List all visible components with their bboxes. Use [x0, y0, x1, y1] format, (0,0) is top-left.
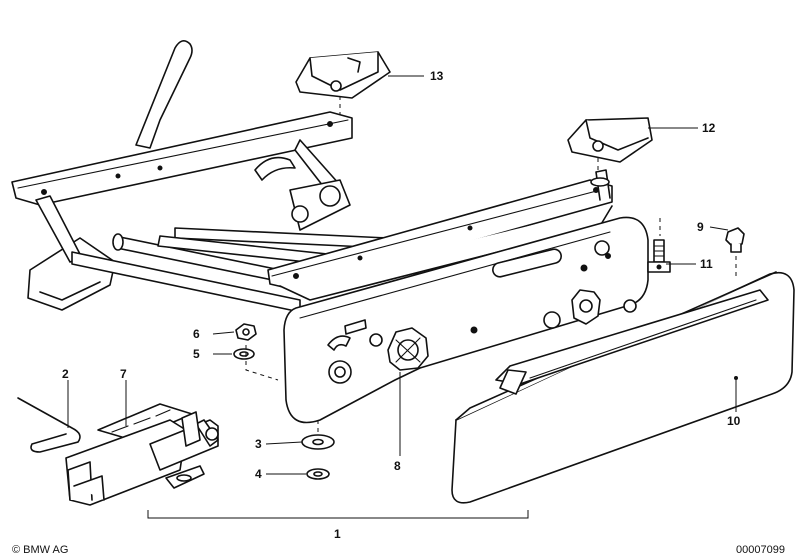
callout-5: 5: [193, 347, 200, 361]
trim-cover-10: [451, 271, 795, 504]
callout-leaders: [67, 75, 737, 519]
bracket-13: [295, 51, 391, 99]
callout-12: 12: [702, 121, 716, 135]
washer-3: [301, 434, 335, 450]
copyright-label: © BMW AG: [12, 544, 68, 556]
callout-1: 1: [334, 527, 341, 541]
drawing-number: 00007099: [736, 544, 785, 556]
callout-3: 3: [255, 437, 262, 451]
wire-clip-2: [17, 397, 81, 453]
bolt-11: [647, 239, 671, 273]
washer-4: [306, 468, 330, 480]
callout-9: 9: [697, 220, 704, 234]
callout-8: 8: [394, 459, 401, 473]
callout-2: 2: [62, 367, 69, 381]
callout-7: 7: [120, 367, 127, 381]
callout-11: 11: [700, 257, 713, 271]
seat-frame-assembly: [11, 40, 649, 424]
callout-6: 6: [193, 327, 200, 341]
callout-13: 13: [430, 69, 444, 83]
bracket-12: [567, 117, 653, 163]
callout-10: 10: [727, 414, 741, 428]
assembly-guide-lines: [245, 96, 737, 436]
callout-4: 4: [255, 467, 262, 481]
release-mechanism-7: [65, 403, 219, 506]
nut-6: [235, 323, 257, 341]
bolt-9: [725, 227, 745, 253]
washer-5: [233, 348, 255, 360]
